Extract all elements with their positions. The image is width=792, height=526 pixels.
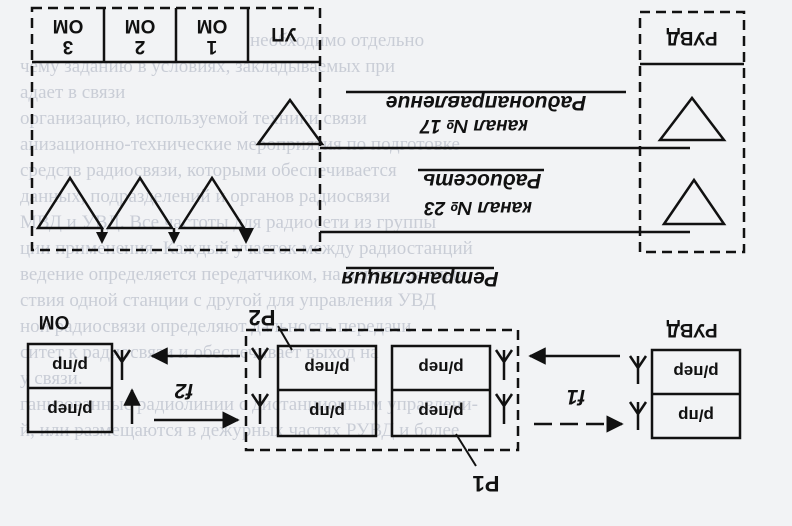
om-cell-1: 1 ОМ bbox=[197, 15, 228, 57]
om-1-arrow-icon bbox=[238, 228, 254, 244]
up-antenna-icon bbox=[255, 97, 325, 146]
radio-direction-label-group: Радионаправление bbox=[346, 90, 626, 114]
ruvd-antenna-2-icon bbox=[661, 177, 727, 226]
freq-right: f1 bbox=[567, 385, 586, 408]
relay-frame bbox=[244, 328, 520, 452]
relay-right-antenna-1-icon bbox=[494, 349, 514, 380]
relay-label: Ретрансляция bbox=[341, 267, 498, 290]
ruvd-antenna-1-icon bbox=[657, 95, 727, 142]
upper-diagram: 3 ОМ 2 ОМ 1 ОМ УП РУВД bbox=[30, 6, 746, 254]
om-cell-2-label: ОМ bbox=[125, 15, 156, 36]
right-antenna-2-icon bbox=[628, 401, 648, 430]
om-cell-3: 3 ОМ bbox=[53, 15, 84, 57]
relay-top-right: р/пер bbox=[418, 358, 463, 377]
relay-top-left: р/пер bbox=[304, 358, 349, 377]
left-station-top: р/пр bbox=[52, 356, 88, 375]
relay-left-antenna-1-icon bbox=[250, 347, 270, 378]
left-antenna-rx-icon bbox=[112, 349, 132, 380]
relay-left-antenna-2-icon bbox=[250, 393, 270, 424]
om-1-antenna-icon bbox=[177, 175, 247, 230]
p1-label: P1 bbox=[473, 471, 500, 496]
om-3-antenna-icon bbox=[35, 175, 105, 230]
right-station-label: РУВД bbox=[666, 319, 718, 340]
radio-direction-channel: канал № 17 bbox=[419, 115, 528, 136]
om-2-antenna-icon bbox=[105, 175, 175, 230]
ruvd-label: РУВД bbox=[666, 27, 718, 48]
om-3-arrow-icon bbox=[96, 232, 108, 244]
right-antenna-1-icon bbox=[628, 355, 648, 384]
om-cell-3-label: ОМ bbox=[53, 15, 84, 36]
p2-label: P2 bbox=[249, 305, 276, 330]
p1-leader-line bbox=[455, 433, 477, 467]
om-cell-3-num: 3 bbox=[63, 36, 74, 57]
om-2-arrow-icon bbox=[168, 232, 180, 244]
lower-diagram: Ретрансляция ОМ р/пр р/пер f2 р/пер р/пе… bbox=[26, 266, 742, 496]
om-cell-2: 2 ОМ bbox=[125, 15, 156, 57]
freq-left: f2 bbox=[174, 379, 193, 402]
radio-network-label: Радиосеть bbox=[423, 169, 542, 192]
p2-leader-line bbox=[277, 325, 293, 351]
relay-label-group: Ретрансляция bbox=[341, 266, 499, 290]
radio-direction-label: Радионаправление bbox=[386, 91, 587, 114]
relay-bottom-left: р/пр bbox=[309, 402, 345, 421]
right-station-top: р/пер bbox=[673, 362, 718, 381]
radio-network-label-group: Радиосеть bbox=[418, 168, 544, 192]
om-cell-1-label: ОМ bbox=[197, 15, 228, 36]
left-station-bottom: р/пер bbox=[47, 400, 92, 419]
up-label: УП bbox=[271, 23, 296, 44]
om-cell-1-num: 1 bbox=[206, 36, 217, 57]
radio-network-channel: канал № 23 bbox=[424, 197, 532, 218]
ruvd-frame bbox=[638, 10, 746, 254]
om-cell-2-num: 2 bbox=[135, 36, 146, 57]
right-station-bottom: р/пр bbox=[678, 406, 714, 425]
left-station-label: ОМ bbox=[39, 311, 70, 332]
relay-right-antenna-2-icon bbox=[494, 393, 514, 424]
relay-bottom-right: р/пер bbox=[418, 402, 463, 421]
